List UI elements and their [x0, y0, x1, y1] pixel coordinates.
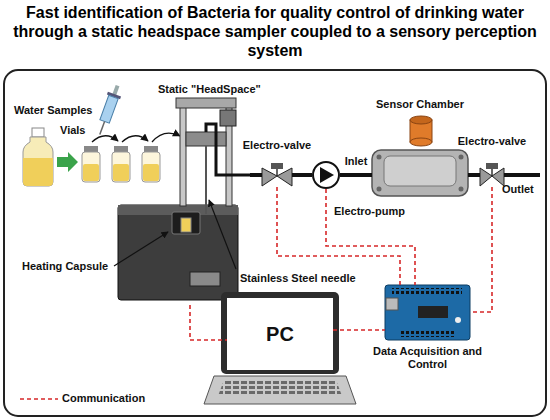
tower-motor	[220, 110, 236, 126]
header-pins	[392, 288, 462, 294]
needle-carriage	[186, 132, 226, 146]
leader-line	[209, 200, 236, 269]
laptop-base	[204, 376, 356, 404]
communication-line	[326, 189, 415, 285]
sensor-bottom	[410, 138, 432, 146]
transfer-arrow	[57, 152, 78, 172]
component-box: Electro-pump	[312, 161, 340, 189]
vial-liquid	[113, 164, 129, 181]
communication-line	[277, 187, 400, 285]
vial-arrow	[152, 133, 180, 142]
bolt	[377, 187, 382, 192]
part-label: Heating Capsule	[22, 260, 108, 273]
pump-symbol	[313, 162, 339, 188]
laptop-keyboard	[218, 380, 342, 396]
syringe	[93, 83, 124, 137]
usb-port	[386, 298, 398, 310]
part-label: Stainless Steel needle	[240, 272, 356, 285]
bolt	[377, 155, 382, 160]
pipe-line	[292, 173, 312, 177]
tower-cap	[176, 98, 236, 108]
vial-cap	[144, 146, 158, 152]
valve-stem	[276, 169, 278, 176]
headspace-sampler	[118, 98, 250, 300]
communication-line	[190, 305, 227, 340]
valve-stem	[491, 169, 493, 176]
component-label: Electro-valve	[237, 139, 317, 152]
header-pins	[400, 331, 455, 337]
component-box: PC	[227, 298, 333, 370]
legend-text: Communication	[62, 392, 145, 405]
heating-capsule	[172, 212, 200, 234]
vial-liquid	[143, 164, 159, 181]
valve-actuator	[486, 163, 498, 169]
component-box: Electro-valve	[262, 163, 292, 187]
component-box: Electro-valve	[480, 163, 504, 187]
water-bottle	[23, 137, 53, 186]
sensor-top	[410, 116, 432, 124]
pump-triangle	[320, 167, 334, 183]
frame	[4, 70, 546, 416]
valve-symbol	[480, 168, 504, 186]
laptop-bezel	[221, 292, 339, 374]
stainless-needle	[205, 146, 207, 214]
laptop-screen	[227, 298, 333, 370]
pipe-line	[340, 173, 372, 177]
bolt	[459, 187, 464, 192]
pipe-line	[250, 173, 262, 177]
component-box: Sensor Chamber	[372, 150, 468, 196]
component-box: Data Acquisition and Control	[385, 285, 470, 340]
water-liquid	[23, 158, 53, 186]
component-label: Electro-valve	[452, 135, 532, 148]
vial-arrow	[122, 136, 148, 142]
part-label: Water Samples	[14, 104, 92, 117]
bolt	[459, 155, 464, 160]
reset-button	[455, 317, 461, 323]
vial-cap	[84, 146, 98, 152]
component-label: Static "HeadSpace"	[158, 83, 268, 96]
communication-line	[333, 329, 385, 331]
vials	[82, 133, 180, 182]
sampler-display	[190, 272, 220, 286]
valve-actuator	[271, 163, 283, 169]
chamber-lid	[384, 156, 456, 186]
component-box: Static "HeadSpace"	[118, 100, 250, 305]
component-label: Electro-pump	[334, 205, 414, 218]
component-label: Sensor Chamber	[360, 98, 480, 111]
capsule-vial	[181, 218, 191, 232]
vial-liquid	[83, 164, 99, 181]
syringe-needle	[100, 121, 105, 134]
vial-cap	[114, 146, 128, 152]
legend-line	[20, 398, 58, 400]
part-label: Outlet	[502, 183, 534, 196]
outlet-pipe	[504, 173, 540, 177]
part-label: Vials	[60, 124, 86, 137]
component-label: PC	[227, 322, 333, 346]
communication-line	[470, 187, 492, 312]
component-label: Data Acquisition and Control	[367, 345, 488, 371]
bottle-cap	[32, 128, 44, 137]
title: Fast identification of Bacteria for qual…	[3, 3, 547, 61]
microcontroller-chip	[418, 306, 448, 318]
pipe-line	[468, 173, 480, 177]
vial	[142, 152, 160, 182]
sensor-chamber	[372, 150, 468, 196]
vial	[112, 152, 130, 182]
leader-line	[114, 232, 168, 266]
vial	[82, 152, 100, 182]
edge-label: Inlet	[344, 155, 369, 168]
vial-arrow	[92, 136, 118, 142]
arduino-board	[385, 285, 470, 340]
valve-symbol	[262, 168, 292, 186]
tower-post	[180, 100, 186, 206]
syringe-barrel	[100, 95, 118, 123]
